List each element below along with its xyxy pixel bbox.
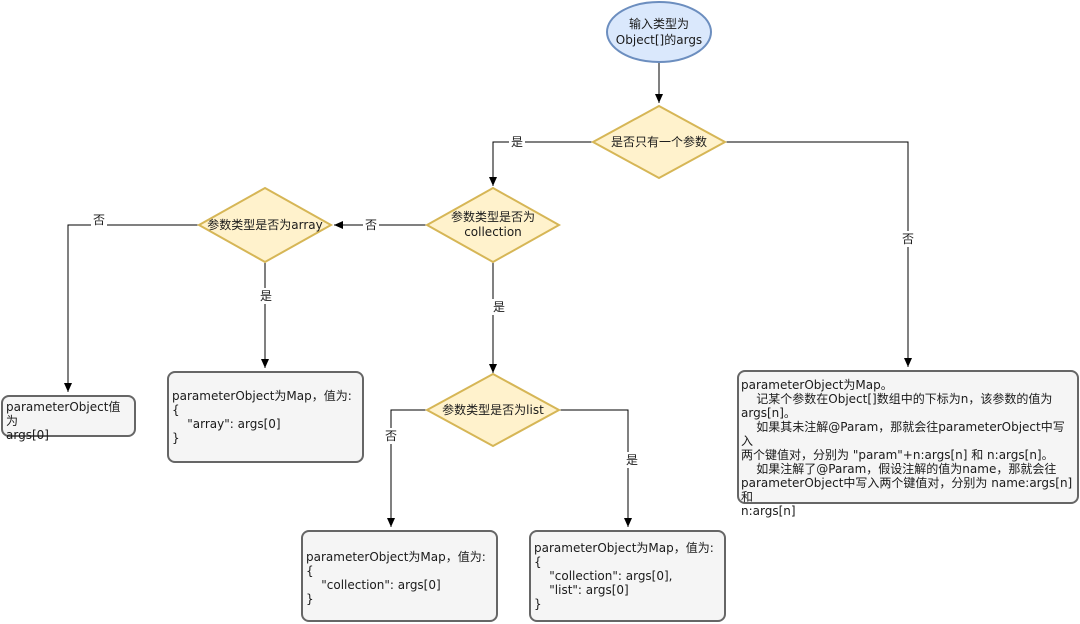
decision-collection-line1: 参数类型是否为 (451, 209, 535, 224)
start-node-line2: Object[]的args (616, 32, 702, 47)
decision-collection-line2: collection (464, 225, 522, 239)
edge-label-collection-yes: 是 (493, 300, 505, 314)
decision-array (196, 186, 334, 264)
result-array-map-box: parameterObject为Map，值为: { "array": args[… (167, 371, 364, 463)
result-list-map-box: parameterObject为Map，值为: { "collection": … (529, 530, 726, 622)
result-multi-param-box: parameterObject为Map。 记某个参数在Object[]数组中的下… (737, 370, 1079, 518)
edge-list-no (387, 409, 428, 527)
edge-label-array-yes: 是 (260, 289, 272, 303)
decision-collection (424, 186, 562, 264)
result-args0-box: parameterObject值为 args[0] (1, 395, 136, 442)
edge-label-single-no: 否 (902, 232, 914, 246)
edge-single-yes (489, 141, 593, 186)
decision-list-label: 参数类型是否为list (442, 402, 544, 417)
edge-label-single-yes: 是 (511, 135, 523, 149)
edge-label-list-yes: 是 (626, 453, 638, 467)
edge-array-no (64, 224, 200, 392)
start-node-line1: 输入类型为 (629, 16, 689, 31)
result-collection-map-box: parameterObject为Map，值为: { "collection": … (301, 530, 498, 622)
start-node (606, 1, 712, 63)
edge-label-array-no: 否 (93, 213, 105, 227)
decision-list (424, 372, 562, 448)
decision-single-param-label: 是否只有一个参数 (611, 134, 707, 149)
decision-array-label: 参数类型是否为array (207, 217, 322, 232)
edge-single-no (725, 141, 912, 367)
edge-list-yes (558, 409, 632, 527)
edge-label-collection-no: 否 (365, 218, 377, 232)
decision-single-param (590, 104, 728, 180)
edge-label-list-no: 否 (385, 429, 397, 443)
